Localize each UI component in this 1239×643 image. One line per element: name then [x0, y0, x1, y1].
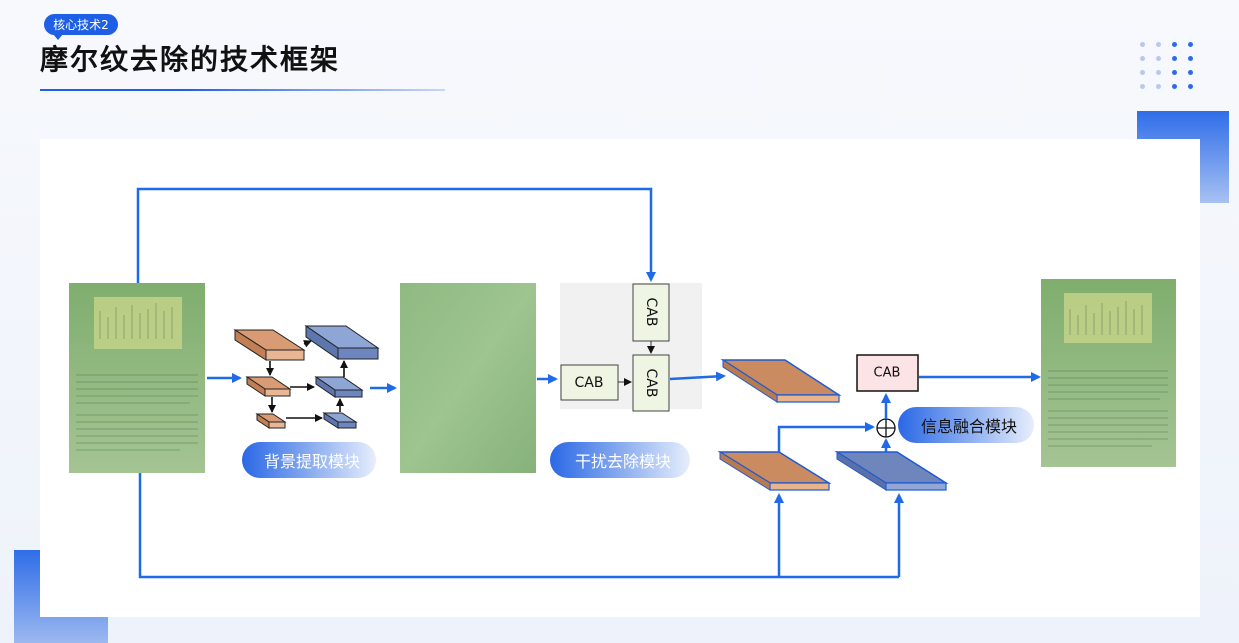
module-label-interference-removal: 干扰去除模块: [550, 442, 690, 478]
background-image: [400, 283, 536, 473]
diagram-card: CAB CAB CAB: [40, 139, 1200, 617]
module-label-information-fusion: 信息融合模块: [898, 407, 1034, 443]
cab-label: CAB: [874, 366, 901, 381]
cab-label: CAB: [643, 369, 659, 398]
framework-diagram: CAB CAB CAB: [69, 187, 1176, 579]
sum-node-icon: [876, 418, 896, 438]
decorative-dots: [1140, 42, 1206, 96]
cab-block-left: CAB: [560, 364, 619, 401]
feature-slab-top: [720, 359, 842, 403]
title-underline: [40, 89, 445, 91]
encoder-block-2: [245, 376, 292, 397]
encoder-block-3: [255, 413, 287, 429]
cab-label: CAB: [575, 375, 604, 391]
section-badge: 核心技术2: [44, 14, 118, 40]
decoder-block-2: [314, 376, 364, 398]
input-document-image: [69, 283, 205, 473]
module-label-background-extraction: 背景提取模块: [242, 442, 376, 478]
output-document-image: [1041, 279, 1176, 467]
feature-slab-bottom-left: [717, 451, 832, 491]
page-title: 摩尔纹去除的技术框架: [40, 43, 341, 76]
feature-slab-bottom-right: [834, 451, 949, 491]
decoder-block-3: [322, 412, 358, 429]
encoder-block-1: [233, 329, 306, 361]
cab-label: CAB: [643, 298, 659, 327]
background-extraction-network: [233, 325, 380, 429]
cab-block-right: CAB: [632, 354, 670, 412]
cab-block-top: CAB: [632, 283, 670, 342]
flow-arrows: [136, 187, 1041, 579]
cab-block-fusion: CAB: [856, 354, 919, 392]
decoder-block-1: [304, 325, 380, 360]
